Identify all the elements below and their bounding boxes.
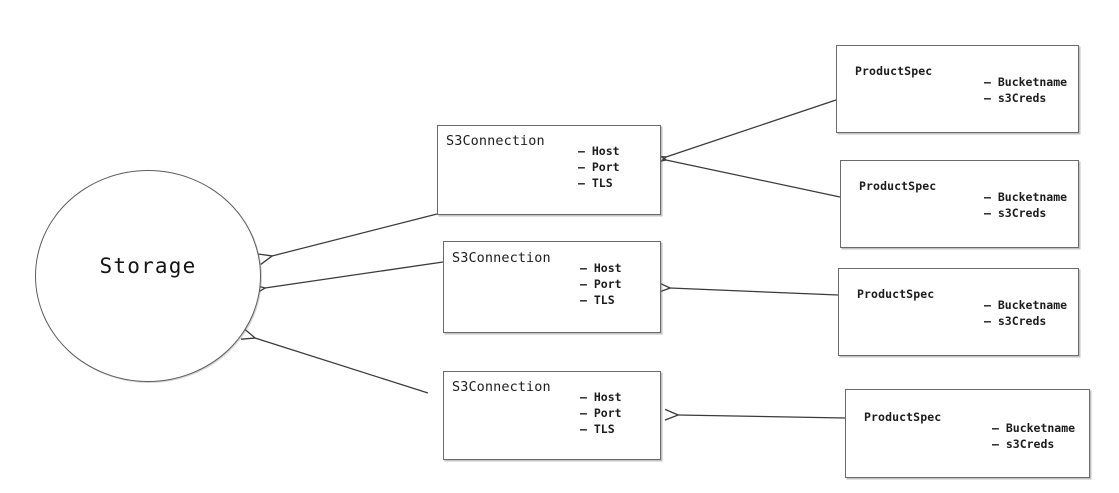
s3connection-node-3-title: S3Connection [452,379,551,395]
productspec-node-3-title: ProductSpec [857,287,935,301]
productspec-node-2-title: ProductSpec [859,179,937,193]
s3connection-node-2[interactable] [443,241,661,333]
edge-conn3-to-storage [255,338,429,394]
attribute-item: – Port [580,277,622,291]
s3connection-node-1-attributes: – Host – Port – TLS [578,143,620,191]
attribute-item: – Bucketname [984,190,1068,204]
productspec-node-2[interactable] [840,160,1079,248]
s3connection-node-1[interactable] [437,125,661,215]
edge-spec4-to-conn3 [678,415,846,418]
edge-spec1-to-conn1 [666,99,837,157]
attribute-item: – TLS [578,176,613,190]
edge-conn1-to-storage [272,213,438,256]
edge-conn2-to-storage [265,261,444,288]
storage-node[interactable]: Storage [35,170,261,382]
attribute-item: – Host [580,390,622,404]
attribute-item: – Bucketname [992,421,1076,435]
attribute-item: – Host [578,144,620,158]
productspec-node-1[interactable] [836,45,1079,133]
attribute-item: – Port [578,160,620,174]
attribute-item: – Bucketname [984,75,1068,89]
s3connection-node-2-attributes: – Host – Port – TLS [580,260,622,308]
attribute-item: – s3Creds [984,91,1047,105]
attribute-item: – s3Creds [984,314,1047,328]
edge-spec3-to-conn2 [670,288,839,296]
productspec-node-1-attributes: – Bucketname – s3Creds [984,74,1067,106]
edge-spec2-to-conn1 [666,160,841,198]
productspec-node-4-title: ProductSpec [864,410,942,424]
s3connection-node-2-title: S3Connection [452,250,551,266]
s3connection-node-3[interactable] [443,371,661,460]
productspec-node-3-attributes: – Bucketname – s3Creds [984,297,1067,329]
attribute-item: – s3Creds [984,206,1047,220]
productspec-node-3[interactable] [838,268,1079,356]
attribute-item: – TLS [580,422,615,436]
productspec-node-4-attributes: – Bucketname – s3Creds [992,420,1075,452]
storage-node-label: Storage [99,254,197,278]
s3connection-node-1-title: S3Connection [446,133,545,149]
attribute-item: – TLS [580,293,615,307]
productspec-node-1-title: ProductSpec [855,64,933,78]
attribute-item: – Bucketname [984,298,1068,312]
attribute-item: – Port [580,406,622,420]
s3connection-node-3-attributes: – Host – Port – TLS [580,389,622,437]
productspec-node-4[interactable] [845,389,1090,478]
attribute-item: – Host [580,261,622,275]
attribute-item: – s3Creds [992,437,1055,451]
productspec-node-2-attributes: – Bucketname – s3Creds [984,189,1067,221]
